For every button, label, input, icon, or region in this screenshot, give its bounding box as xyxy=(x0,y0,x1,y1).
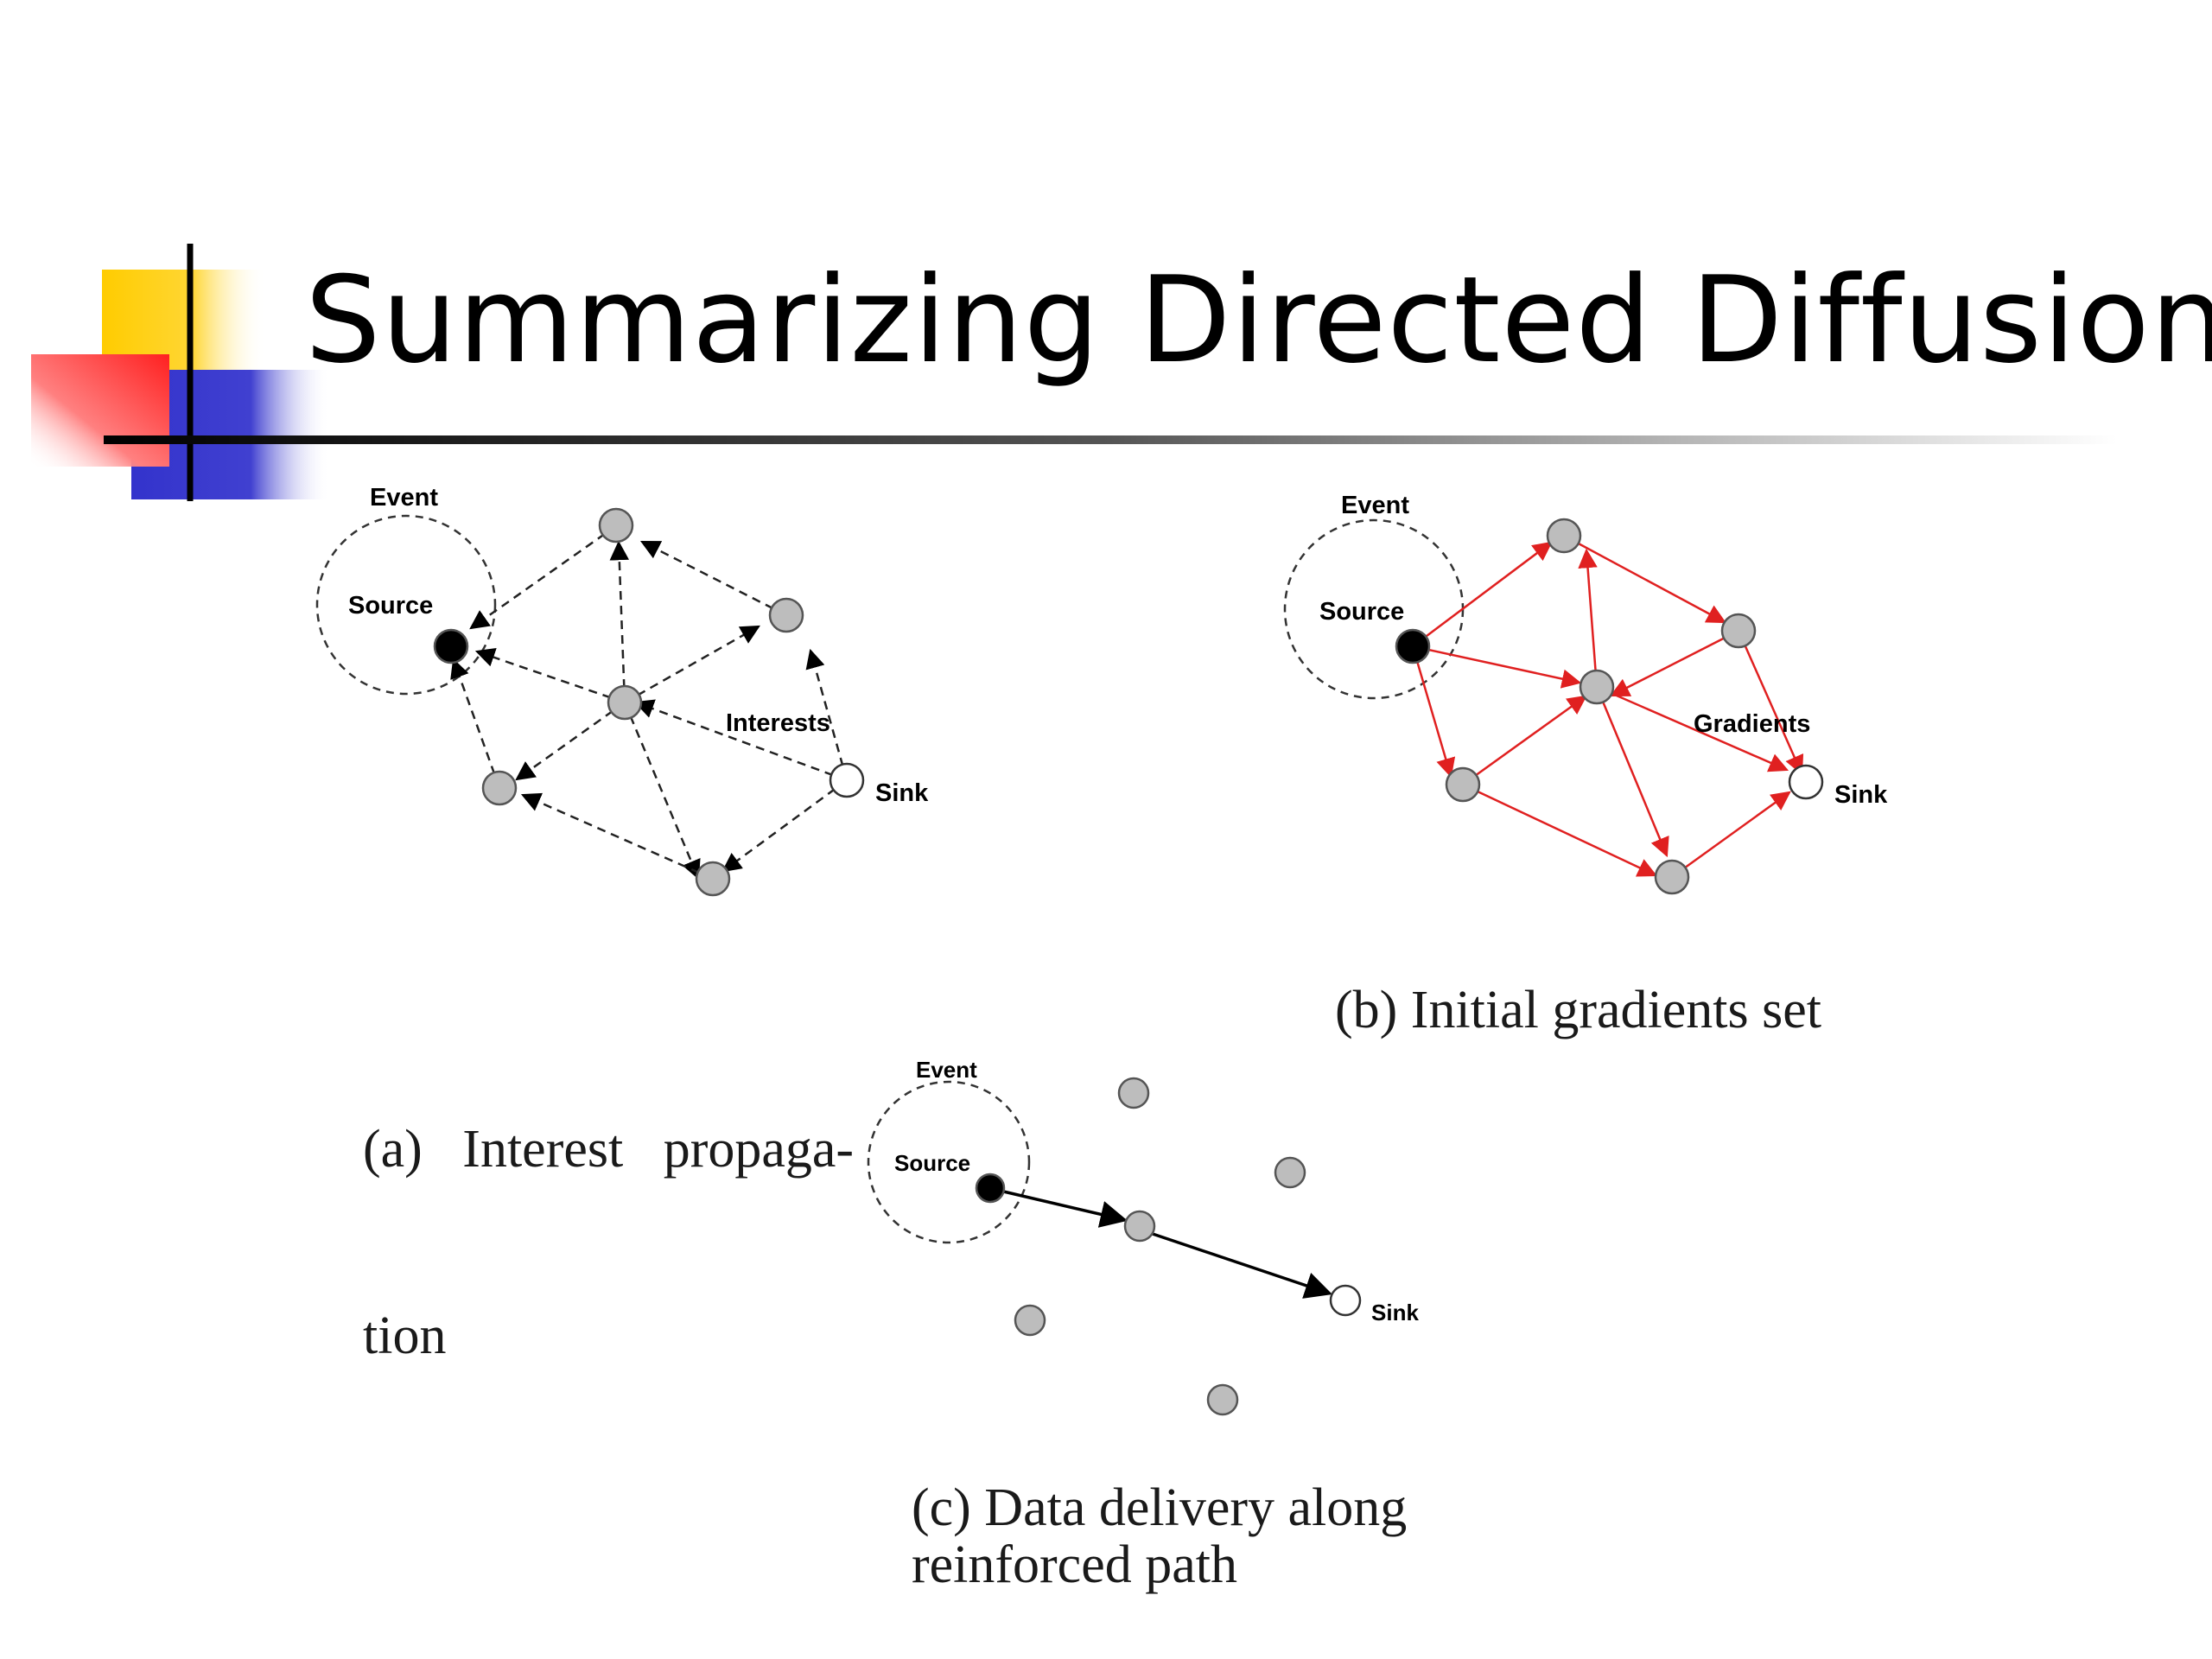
caption-a-line1: (a) Interest propaga- xyxy=(363,1120,855,1179)
sink-label: Sink xyxy=(1371,1300,1419,1325)
arrow xyxy=(520,792,714,880)
sink-node xyxy=(1329,1284,1362,1317)
red-square xyxy=(31,354,169,467)
arrow xyxy=(1462,783,1658,877)
sensor-node xyxy=(1123,1210,1156,1243)
interest-arrows xyxy=(450,524,849,880)
arrow xyxy=(515,701,626,781)
gradients-label: Gradients xyxy=(1694,710,1810,738)
source-node xyxy=(1395,628,1431,664)
sensor-node xyxy=(1206,1383,1239,1416)
arrow xyxy=(450,658,501,789)
sensor-node xyxy=(607,684,643,721)
sensor-node xyxy=(768,597,804,633)
arrow xyxy=(805,648,849,781)
sink-node xyxy=(1788,764,1824,800)
nodes xyxy=(975,1077,1362,1416)
slide-title: Summarizing Directed Diffusion xyxy=(305,251,2212,390)
event-label: Event xyxy=(1341,492,1409,519)
sensor-node xyxy=(481,770,518,806)
sensor-node xyxy=(695,861,731,897)
sensor-node xyxy=(1579,669,1615,705)
arrow xyxy=(1595,686,1669,858)
arrow xyxy=(1578,548,1599,688)
sensor-node xyxy=(1274,1156,1306,1189)
caption-c-line1: (c) Data delivery along xyxy=(912,1478,1408,1537)
sensor-node xyxy=(1014,1304,1046,1337)
arrow xyxy=(995,1188,1128,1228)
corner-decoration xyxy=(31,244,330,501)
arrow xyxy=(1671,791,1791,879)
nodes xyxy=(433,507,865,897)
caption-a: (a) Interest propaga- tion xyxy=(363,994,854,1491)
arrow xyxy=(1609,629,1739,697)
arrow xyxy=(1412,645,1582,689)
caption-b-text: (b) Initial gradients set xyxy=(1335,981,1821,1039)
arrow xyxy=(1149,1231,1332,1299)
arrow xyxy=(624,625,760,704)
gradient-arrows xyxy=(1411,534,1804,879)
sensor-node xyxy=(1546,518,1582,554)
sink-label: Sink xyxy=(875,779,929,807)
caption-b: (b) Initial gradients set xyxy=(1335,979,1821,1041)
sensor-node xyxy=(1720,613,1757,649)
event-region xyxy=(867,1080,1031,1244)
nodes xyxy=(1395,518,1824,895)
arrow xyxy=(1411,645,1456,779)
source-node xyxy=(433,628,469,664)
arrow xyxy=(1462,695,1587,786)
event-region xyxy=(315,514,497,696)
source-label: Source xyxy=(894,1150,970,1176)
caption-c-line2: reinforced path xyxy=(912,1535,1237,1594)
arrow xyxy=(721,779,848,873)
sensor-node xyxy=(598,507,634,543)
diagram-reinforced-path: Event Source Sink xyxy=(867,1057,1419,1416)
arrow xyxy=(609,540,630,703)
event-label: Event xyxy=(916,1057,977,1083)
title-underline xyxy=(104,435,2117,444)
sink-label: Sink xyxy=(1834,781,1888,809)
caption-c: (c) Data delivery along reinforced path xyxy=(912,1479,1407,1593)
source-node xyxy=(975,1173,1006,1204)
source-label: Source xyxy=(1319,598,1404,626)
reinforced-path-arrows xyxy=(995,1188,1332,1299)
arrow xyxy=(639,540,787,617)
arrow xyxy=(1412,541,1553,647)
arrow xyxy=(633,699,848,782)
sink-node xyxy=(829,762,865,798)
arrow xyxy=(623,702,701,880)
sensor-node xyxy=(1654,859,1690,895)
arrow xyxy=(469,524,618,630)
arrow xyxy=(1737,630,1804,776)
source-label: Source xyxy=(348,592,433,620)
sensor-node xyxy=(1117,1077,1150,1109)
interests-label: Interests xyxy=(726,709,830,737)
arrow xyxy=(474,647,626,704)
arrow xyxy=(1596,685,1789,772)
event-label: Event xyxy=(370,484,438,512)
diagram-initial-gradients: Event Source Gradients Sink xyxy=(1283,492,1888,895)
sensor-node xyxy=(1445,766,1481,803)
diagram-interest-propagation: Event Source Interests Sink xyxy=(315,484,929,897)
caption-a-line2: tion xyxy=(363,1306,447,1365)
